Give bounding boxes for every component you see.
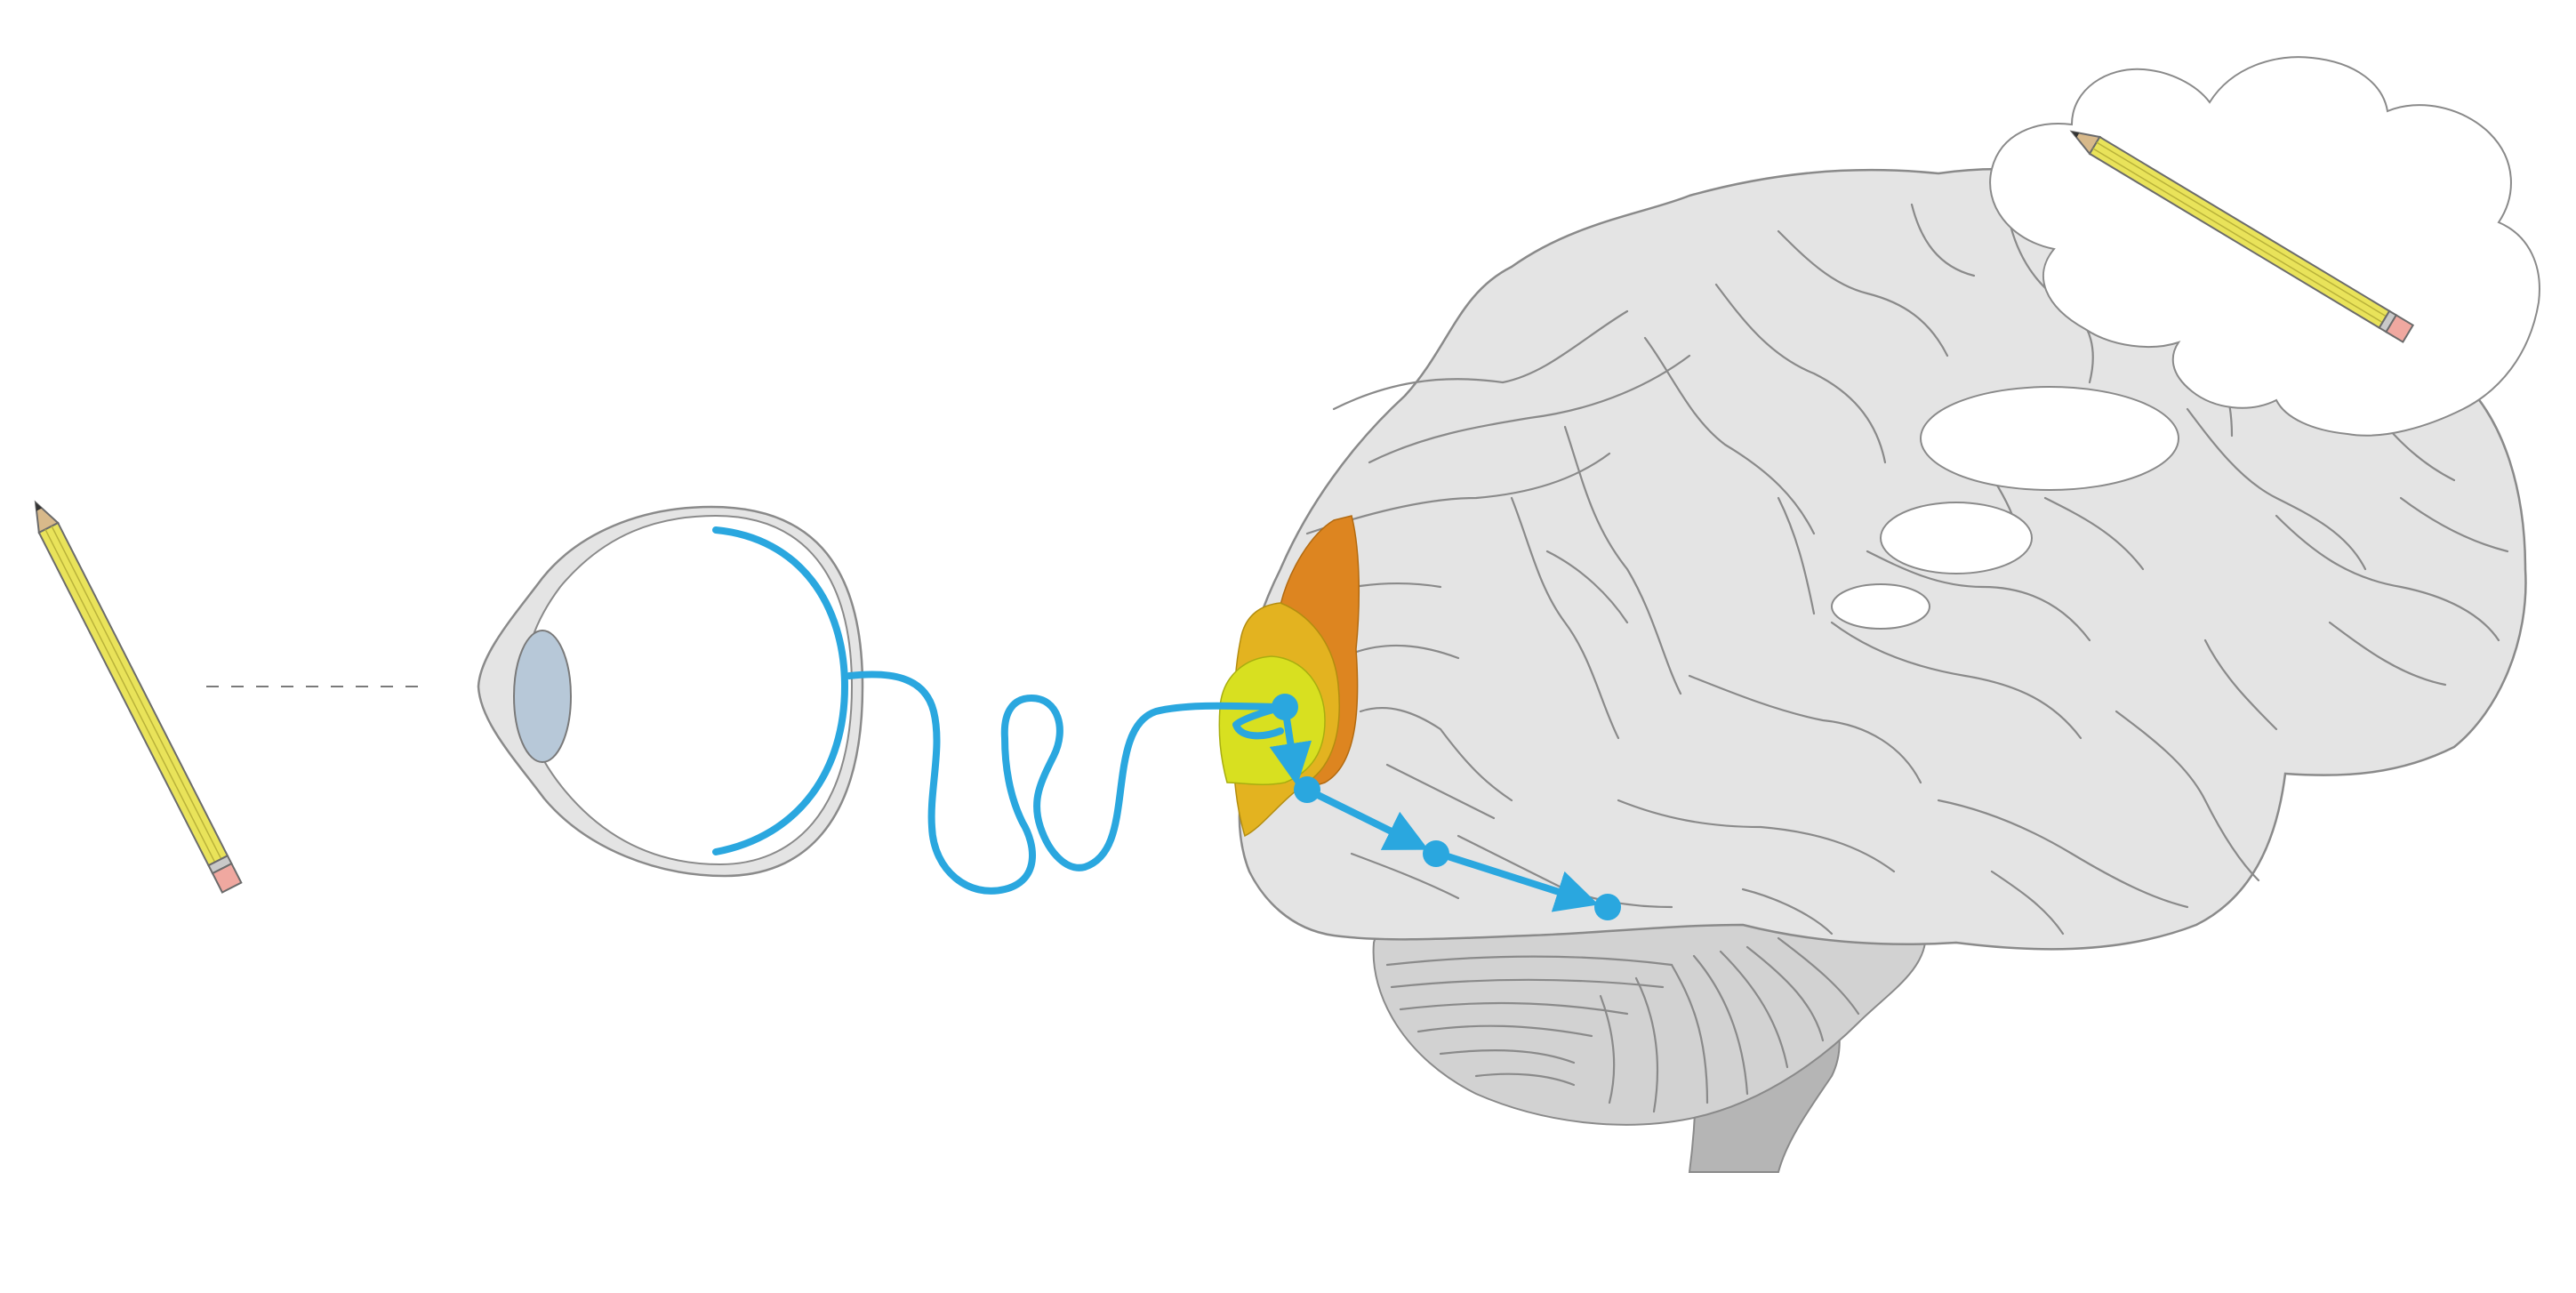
cortical-folds [1288, 203, 2509, 936]
stream-node-4 [1594, 894, 1621, 920]
stream-node-1 [1272, 694, 1298, 720]
imagined-pencil-icon [2069, 130, 2415, 343]
eye-icon [477, 505, 864, 878]
optic-nerve-loop [1232, 703, 1288, 740]
stream-node-3 [1423, 840, 1449, 867]
retina [712, 526, 849, 855]
association-area-medium [1880, 502, 2033, 574]
association-area-large [1920, 386, 2179, 491]
optic-nerve-path [846, 671, 1288, 895]
thought-bubble-icon [1989, 56, 2540, 437]
ventral-stream [1269, 694, 1621, 920]
cerebellum-folds [1385, 936, 1860, 1113]
association-area-small [1831, 583, 1930, 630]
lens [513, 630, 572, 763]
pencil-icon [34, 500, 243, 894]
stream-node-2 [1294, 776, 1320, 803]
cerebellum [1372, 914, 1927, 1126]
